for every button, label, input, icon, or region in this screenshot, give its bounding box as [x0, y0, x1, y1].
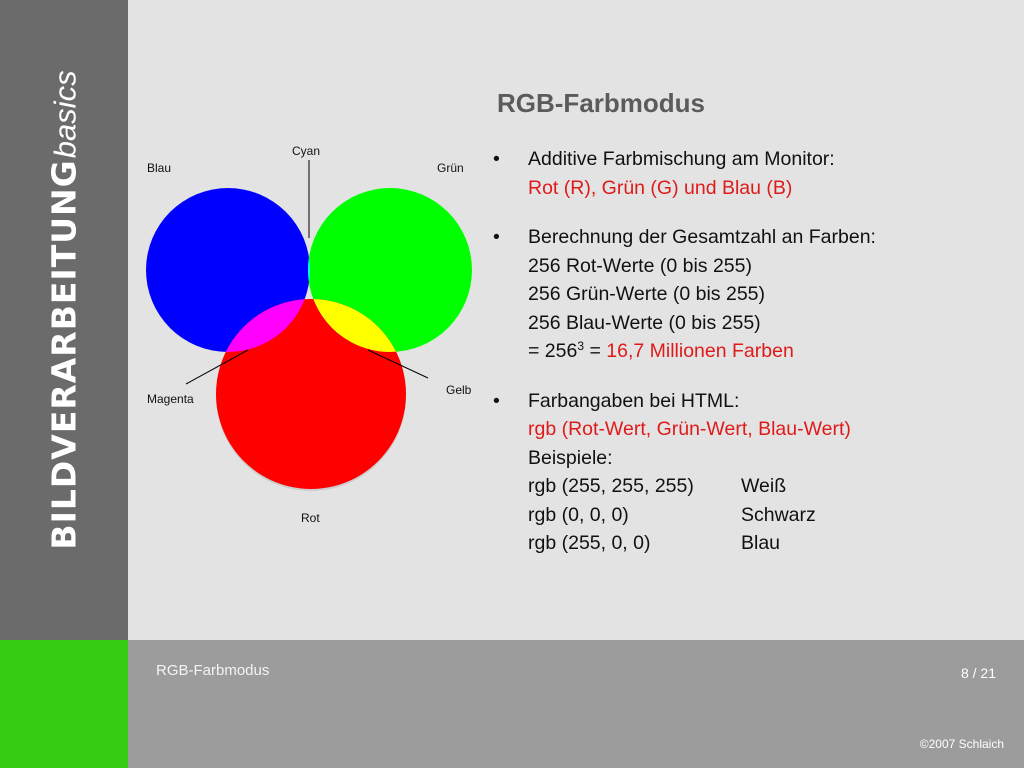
example-row: rgb (255, 255, 255) Weiß: [528, 472, 1013, 501]
example-name: Blau: [741, 532, 781, 554]
accent-square: [0, 640, 128, 768]
bullet-text: 256 Rot-Werte (0 bis 255): [528, 254, 752, 277]
label-rot: Rot: [301, 511, 320, 525]
formula-line: = 2563 = 16,7 Millionen Farben: [528, 337, 1013, 366]
sidebar: BILDVERARBEITUNGbasics: [0, 0, 128, 640]
bullet-text: Farbangaben bei HTML:: [528, 389, 740, 412]
formula-equals: =: [584, 340, 607, 362]
rgb-venn-diagram: Cyan Blau Grün Gelb Magenta Rot: [146, 144, 472, 525]
magenta-pointer: [185, 349, 249, 385]
bullet-text-highlight: rgb (Rot-Wert, Grün-Wert, Blau-Wert): [528, 418, 851, 440]
brand-sub-text: basics: [47, 70, 83, 159]
example-row: rgb (0, 0, 0) Schwarz: [528, 501, 1013, 530]
red-circle: [216, 299, 406, 489]
example-row: rgb (255, 0, 0) Blau: [528, 529, 1013, 558]
footer-bar: RGB-Farbmodus 8 / 21 ©2007 Schlaich: [128, 640, 1024, 768]
example-name: Schwarz: [741, 503, 816, 526]
bullet-text: 256 Grün-Werte (0 bis 255): [528, 283, 765, 305]
gelb-pointer: [367, 349, 429, 379]
formula-base: = 256: [528, 340, 578, 362]
formula-exponent: 3: [577, 339, 585, 353]
page-number: 8 / 21: [960, 665, 996, 681]
example-code: rgb (0, 0, 0): [528, 503, 629, 526]
copyright: ©2007 Schlaich: [919, 737, 1004, 751]
bullet-calculation: Berechnung der Gesamtzahl an Farben: 256…: [493, 223, 1013, 366]
example-code: rgb (255, 0, 0): [528, 532, 651, 554]
label-gelb: Gelb: [446, 383, 472, 397]
bullet-list: Additive Farbmischung am Monitor: Rot (R…: [493, 145, 1013, 558]
slide-title: RGB-Farbmodus: [497, 88, 705, 118]
brand-main-text: BILDVERARBEITUNG: [44, 159, 84, 550]
label-blau: Blau: [147, 161, 171, 175]
label-magenta: Magenta: [147, 392, 194, 406]
label-gruen: Grün: [437, 161, 464, 175]
footer-title: RGB-Farbmodus: [156, 662, 270, 679]
brand-logo: BILDVERARBEITUNGbasics: [45, 70, 84, 549]
formula-result: 16,7 Millionen Farben: [606, 340, 794, 362]
bullet-additive: Additive Farbmischung am Monitor: Rot (R…: [493, 145, 1013, 202]
bullet-text: 256 Blau-Werte (0 bis 255): [528, 311, 761, 334]
label-cyan: Cyan: [292, 144, 320, 158]
bullet-text-highlight: Rot (R), Grün (G) und Blau (B): [528, 176, 793, 199]
example-name: Weiß: [741, 475, 787, 497]
example-code: rgb (255, 255, 255): [528, 475, 694, 497]
bullet-html: Farbangaben bei HTML: rgb (Rot-Wert, Grü…: [493, 387, 1013, 558]
bullet-text: Additive Farbmischung am Monitor:: [528, 148, 835, 170]
bullet-text: Beispiele:: [528, 446, 613, 469]
bullet-text: Berechnung der Gesamtzahl an Farben:: [528, 226, 876, 248]
